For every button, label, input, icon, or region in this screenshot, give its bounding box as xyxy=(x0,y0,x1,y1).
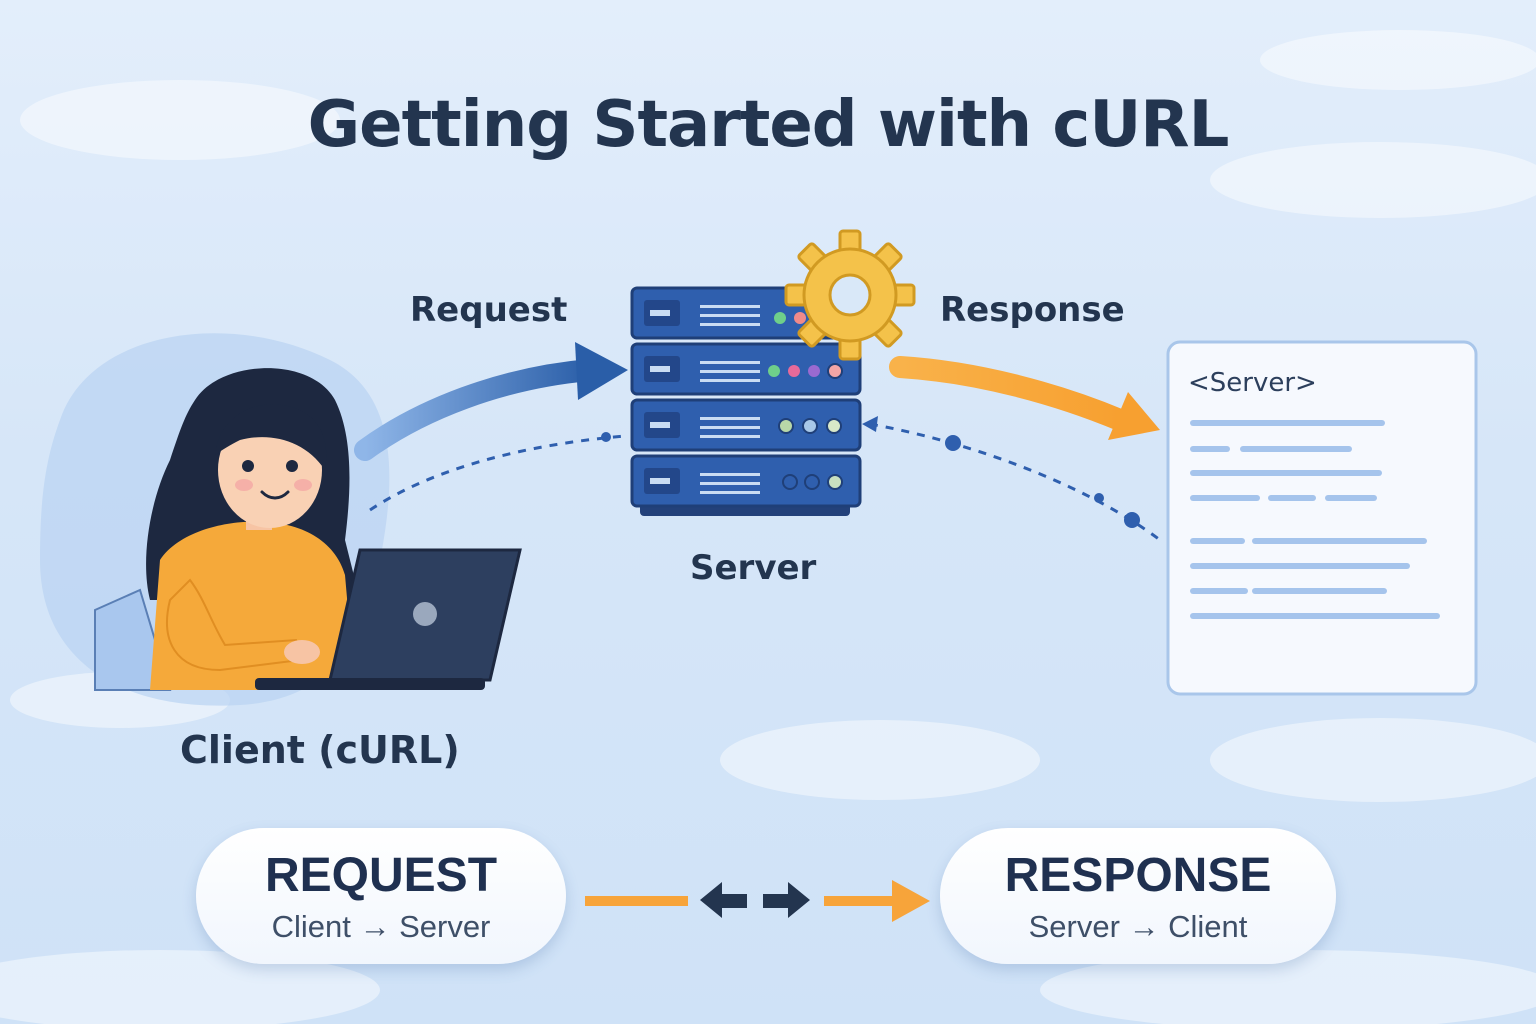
client-person xyxy=(94,368,360,691)
gear-icon xyxy=(784,229,916,361)
cheek-left xyxy=(235,479,253,491)
client-label: Client (cURL) xyxy=(180,728,460,772)
right-arrow-icon xyxy=(763,882,810,918)
request-pill-title: REQUEST xyxy=(264,849,498,902)
cheek-right xyxy=(294,479,312,491)
response-pill-subtitle: Server → Client xyxy=(1028,909,1248,944)
server-unit-3 xyxy=(630,398,862,452)
dashed-dot-2 xyxy=(945,435,961,451)
response-pill: RESPONSE Server → Client xyxy=(940,828,1336,964)
mouth xyxy=(260,490,290,500)
left-arrow-icon xyxy=(700,882,747,918)
dashed-arrowhead xyxy=(862,416,878,432)
response-label: Response xyxy=(940,290,1125,330)
response-arrow xyxy=(889,356,1160,440)
hand xyxy=(284,640,320,664)
bottom-connector xyxy=(585,880,930,922)
server-unit-2 xyxy=(630,342,862,396)
laptop-icon xyxy=(255,548,522,690)
server-label: Server xyxy=(690,548,817,588)
dashed-request-path xyxy=(369,434,626,512)
page-title: Getting Started with cURL xyxy=(307,88,1230,162)
orange-arrowhead-icon xyxy=(892,880,930,922)
request-pill: REQUEST Client → Server xyxy=(196,828,566,964)
eye-left xyxy=(242,460,254,472)
dashed-dot-3 xyxy=(1094,493,1104,503)
dashed-dot-4 xyxy=(1124,512,1140,528)
request-arrow xyxy=(354,342,628,461)
eye-right xyxy=(286,460,298,472)
response-document xyxy=(1166,340,1478,696)
hair-front xyxy=(215,404,327,470)
server-unit-4 xyxy=(630,454,862,508)
document-tag: <Server> xyxy=(1188,368,1317,398)
dashed-dot-1 xyxy=(601,432,611,442)
background-clouds xyxy=(0,30,1536,1024)
request-pill-subtitle: Client → Server xyxy=(271,909,491,944)
dashed-response-path xyxy=(869,422,1161,542)
response-pill-title: RESPONSE xyxy=(1004,849,1272,902)
request-label: Request xyxy=(410,290,568,330)
